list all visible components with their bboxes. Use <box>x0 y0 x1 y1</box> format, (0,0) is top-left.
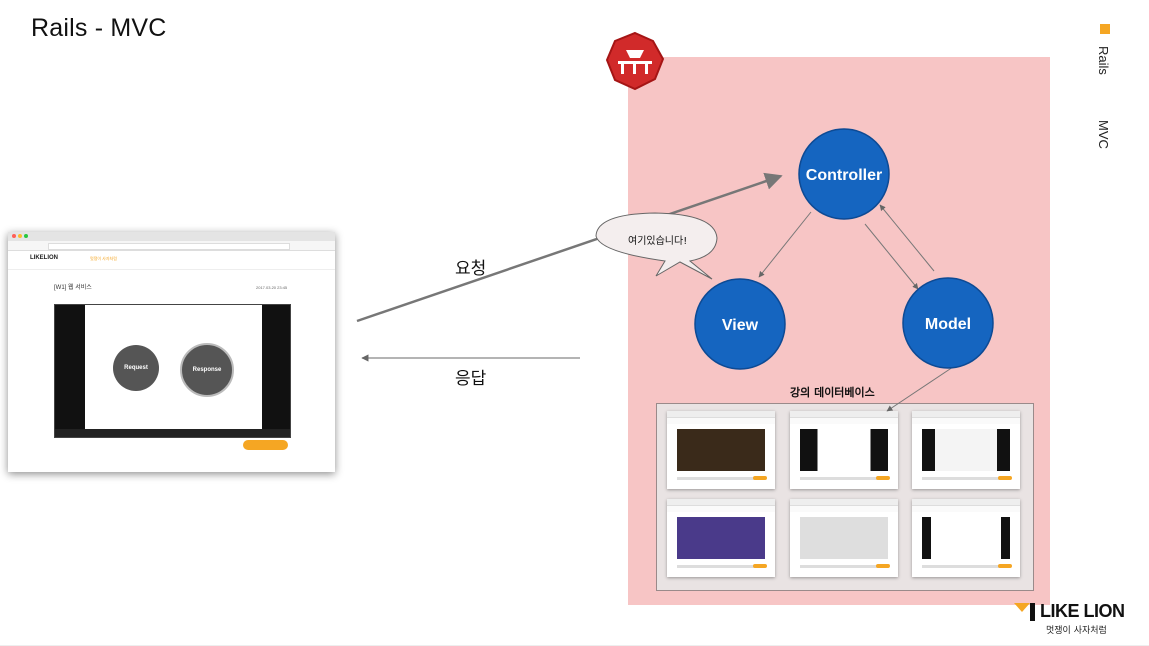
controller-label: Controller <box>806 167 882 184</box>
lecture-date: 2017.03.20 23:45 <box>256 285 288 290</box>
lecture-database <box>656 403 1034 591</box>
request-bubble: Request <box>113 345 159 391</box>
likelion-logo-icon <box>1014 603 1035 621</box>
response-label: 응답 <box>455 369 487 389</box>
browser-tab-bar <box>8 232 335 241</box>
controller-node <box>798 128 890 220</box>
lecture-title: [W1] 웹 서비스 <box>54 285 92 291</box>
lecture-thumbnail <box>667 411 775 489</box>
browser-screenshot: LIKELION 멋쟁이 사자처럼 [W1] 웹 서비스 2017.03.20 … <box>8 232 335 472</box>
lecture-thumbnail <box>790 411 898 489</box>
view-node <box>694 278 786 370</box>
rails-logo-icon <box>605 31 665 91</box>
slide-title: Rails - MVC <box>31 14 167 42</box>
sidebar-item-mvc: MVC <box>1096 120 1111 149</box>
site-header: LIKELION 멋쟁이 사자처럼 <box>8 251 335 270</box>
brand-tagline: 멋쟁이 사자처럼 <box>1046 626 1107 636</box>
lecture-thumbnail <box>912 411 1020 489</box>
video-controls <box>55 429 290 437</box>
response-bubble: Response <box>180 343 234 397</box>
lecture-thumbnail <box>667 499 775 577</box>
speech-bubble: 여기있습니다! <box>595 212 718 280</box>
browser-action-button <box>243 440 288 450</box>
controller-to-view-arrow <box>758 211 812 278</box>
request-label: 요청 <box>455 259 486 279</box>
controller-to-model-arrow <box>864 223 919 290</box>
model-label: Model <box>925 316 971 333</box>
model-to-controller-arrow <box>879 204 935 272</box>
view-label: View <box>722 317 759 334</box>
brand-name: LIKE LION <box>1040 601 1125 621</box>
site-logo: LIKELION <box>30 255 58 261</box>
speech-bubble-text: 여기있습니다! <box>628 235 687 247</box>
sidebar-item-rails: Rails <box>1096 46 1111 75</box>
model-to-database-arrow <box>886 366 954 412</box>
model-node <box>902 277 994 369</box>
site-nav-link: 멋쟁이 사자처럼 <box>90 256 117 261</box>
section-marker <box>1100 24 1110 34</box>
request-arrow <box>356 172 783 323</box>
lecture-thumbnail <box>790 499 898 577</box>
video-player: Request Response <box>54 304 291 438</box>
database-label: 강의 데이터베이스 <box>790 386 875 399</box>
lecture-thumbnail <box>912 499 1020 577</box>
browser-address-bar <box>8 241 335 251</box>
